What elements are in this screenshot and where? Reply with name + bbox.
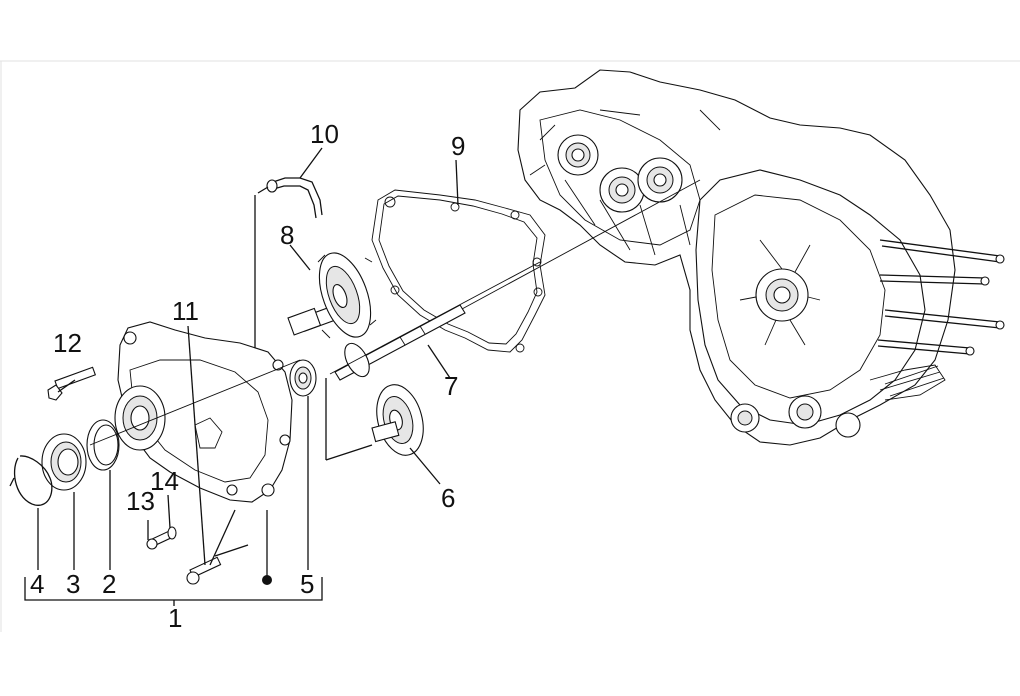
callout-13: 13: [126, 486, 155, 516]
callout-8: 8: [280, 220, 294, 250]
callout-14: 14: [150, 466, 179, 496]
oil-seal-2: [86, 419, 120, 471]
gear-6: [371, 384, 424, 456]
callout-4: 4: [30, 569, 44, 599]
callout-10: 10: [310, 119, 339, 149]
crankcase-assembly: [517, 69, 1005, 446]
callout-3: 3: [66, 569, 80, 599]
bearing-5: [289, 359, 317, 397]
circlip-4: [9, 455, 53, 506]
gasket-holes: [384, 196, 543, 353]
driven-gear-8: [287, 252, 377, 339]
cover-gasket-inner: [378, 195, 538, 345]
callout-11: 11: [172, 296, 199, 326]
washer-14: [167, 526, 177, 540]
leader-lines: [37, 147, 541, 578]
screw-12: [47, 366, 97, 401]
cylinder-studs: [877, 239, 1005, 356]
callout-9: 9: [451, 131, 465, 161]
callout-1: 1: [168, 603, 182, 633]
transmission-cover: [114, 321, 293, 503]
screw-11: [186, 556, 222, 585]
callout-7: 7: [444, 371, 458, 401]
callout-12: 12: [53, 328, 82, 358]
callout-5: 5: [300, 569, 314, 599]
breather-pipe-10: [266, 177, 323, 219]
callout-6: 6: [441, 483, 455, 513]
bearing-3: [41, 433, 87, 491]
dot-marker: [262, 575, 272, 585]
cover-gasket: [371, 189, 546, 353]
callout-2: 2: [102, 569, 116, 599]
